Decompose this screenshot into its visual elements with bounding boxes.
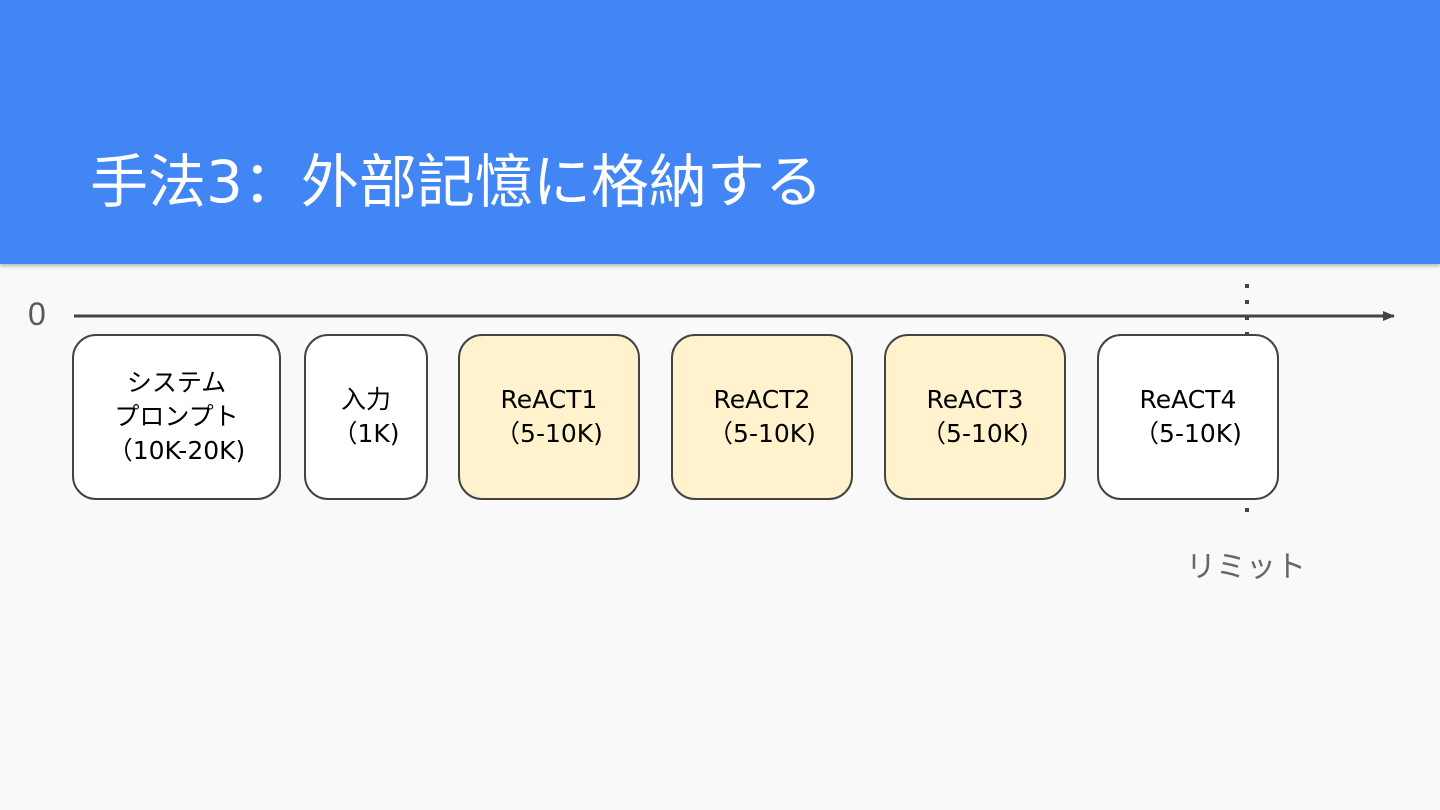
block-react2: ReACT2 （5-10K) — [671, 334, 853, 500]
block-react4: ReACT4 （5-10K) — [1097, 334, 1279, 500]
limit-label: リミット — [1186, 550, 1306, 585]
block-label: システム プロンプト （10K-20K) — [107, 368, 246, 465]
slide-header: 手法3：外部記憶に格納する — [0, 0, 1440, 264]
axis-origin-label: 0 — [28, 296, 46, 332]
block-label: ReACT2 （5-10K) — [708, 385, 816, 448]
block-input: 入力 （1K) — [304, 334, 428, 500]
block-label: 入力 （1K) — [332, 385, 400, 448]
block-label: ReACT3 （5-10K) — [921, 385, 1029, 448]
block-label: ReACT1 （5-10K) — [495, 385, 603, 448]
block-react3: ReACT3 （5-10K) — [884, 334, 1066, 500]
block-system-prompt: システム プロンプト （10K-20K) — [72, 334, 281, 500]
block-label: ReACT4 （5-10K) — [1134, 385, 1242, 448]
block-react1: ReACT1 （5-10K) — [458, 334, 640, 500]
slide-title: 手法3：外部記憶に格納する — [90, 148, 823, 216]
